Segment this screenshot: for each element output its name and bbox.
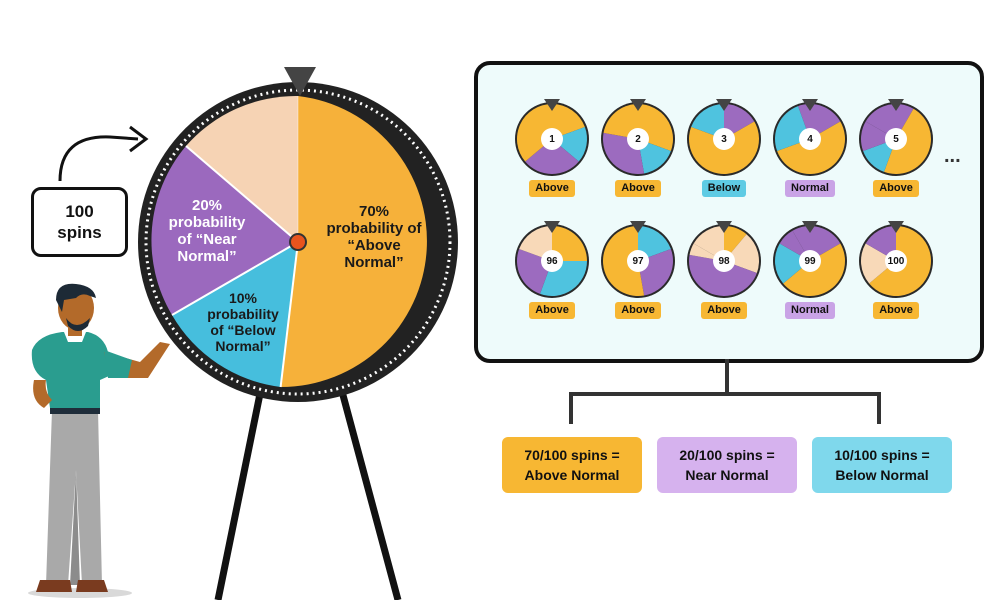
- mini-wheel-segment: [638, 139, 671, 174]
- mini-wheel-segment: [602, 226, 645, 296]
- mini-wheel-segment: [525, 139, 579, 174]
- segment-below-normal: [172, 242, 298, 387]
- above-percent: 70%: [358, 203, 390, 220]
- mini-pointer-icon: [802, 221, 818, 233]
- spin-number: 4: [799, 128, 821, 150]
- spin-number: 98: [713, 250, 735, 272]
- below-line4: Normal”: [215, 338, 271, 354]
- near-normal-label: 20% probability of “Near Normal”: [160, 197, 254, 265]
- near-line3: of “Near: [177, 231, 237, 248]
- spins-word: spins: [57, 223, 102, 242]
- above-line2: probability of: [326, 220, 422, 237]
- spin-number: 3: [713, 128, 735, 150]
- mini-wheel-segment: [884, 108, 931, 174]
- mini-wheel-segment: [861, 121, 896, 151]
- near-line2: probability: [168, 214, 246, 231]
- mini-wheel-segment: [552, 226, 587, 261]
- mini-wheel: [601, 221, 675, 298]
- result-above-label: Above Normal: [524, 467, 620, 483]
- spin-number: 100: [885, 250, 907, 272]
- near-percent: 20%: [191, 197, 223, 214]
- result-above-normal: 70/100 spins = Above Normal: [502, 437, 642, 493]
- mini-pointer-icon: [630, 99, 646, 111]
- wheel-hub: [289, 233, 307, 251]
- below-line3: of “Below: [210, 322, 276, 338]
- mini-wheel-segment: [792, 226, 841, 261]
- spin-number: 5: [885, 128, 907, 150]
- segment-near-normal: [151, 146, 298, 315]
- mini-pointer-icon: [888, 221, 904, 233]
- result-below-label: Below Normal: [835, 467, 929, 483]
- spin-number: 97: [627, 250, 649, 272]
- mini-wheel-segment: [638, 226, 671, 261]
- mini-wheel-segment: [861, 243, 896, 284]
- above-line3: “Above: [347, 237, 401, 254]
- mini-wheel-segment: [517, 104, 552, 162]
- spin-result-badge: Above: [529, 302, 575, 319]
- mini-pointer-icon: [716, 99, 732, 111]
- segment-above-normal: [280, 96, 427, 388]
- more-spins-ellipsis: ...: [944, 145, 961, 167]
- spin-result-badge: Normal: [785, 302, 835, 319]
- segment-above-pale: [186, 95, 298, 243]
- near-line4: Normal”: [177, 248, 237, 265]
- mini-pointer-icon: [544, 221, 560, 233]
- mini-wheel-segment: [552, 127, 587, 162]
- spin-number: 96: [541, 250, 563, 272]
- above-line4: Normal”: [344, 254, 404, 271]
- spin-result-badge: Normal: [785, 180, 835, 197]
- stand-leg-right: [336, 383, 402, 600]
- spins-callout: 100 spins: [31, 187, 128, 257]
- result-below-count: 10/100 spins =: [834, 447, 930, 463]
- spin-result-badge: Above: [529, 180, 575, 197]
- spin-number: 1: [541, 128, 563, 150]
- mini-pointer-icon: [630, 221, 646, 233]
- result-near-count: 20/100 spins =: [679, 447, 775, 463]
- result-above-count: 70/100 spins =: [524, 447, 620, 463]
- below-percent: 10%: [228, 290, 258, 306]
- mini-wheel-segment: [552, 104, 585, 139]
- stand-leg-left: [214, 383, 266, 600]
- mini-pointer-icon: [716, 221, 732, 233]
- below-normal-label: 10% probability of “Below Normal”: [194, 290, 292, 354]
- spin-result-badge: Above: [615, 180, 661, 197]
- spin-result-badge: Above: [701, 302, 747, 319]
- result-near-normal: 20/100 spins = Near Normal: [657, 437, 797, 493]
- spin-number: 2: [627, 128, 649, 150]
- curved-arrow-icon: [58, 125, 149, 182]
- spin-result-badge: Below: [701, 180, 747, 197]
- mini-pointer-icon: [544, 99, 560, 111]
- spin-result-badge: Above: [873, 180, 919, 197]
- result-near-label: Near Normal: [685, 467, 769, 483]
- spins-count: 100: [65, 202, 94, 221]
- mini-pointer-icon: [802, 99, 818, 111]
- mini-wheel-segment: [865, 104, 914, 139]
- spin-result-badge: Above: [615, 302, 661, 319]
- mini-wheel-segment: [775, 243, 810, 284]
- above-normal-label: 70% probability of “Above Normal”: [316, 203, 432, 271]
- wheel-pointer-icon: [284, 67, 316, 96]
- result-below-normal: 10/100 spins = Below Normal: [812, 437, 952, 493]
- mini-wheel-segment: [689, 254, 757, 296]
- spin-result-badge: Above: [873, 302, 919, 319]
- below-line2: probability: [207, 306, 279, 322]
- wheel-segments: [151, 95, 427, 388]
- spin-number: 99: [799, 250, 821, 272]
- mini-pointer-icon: [888, 99, 904, 111]
